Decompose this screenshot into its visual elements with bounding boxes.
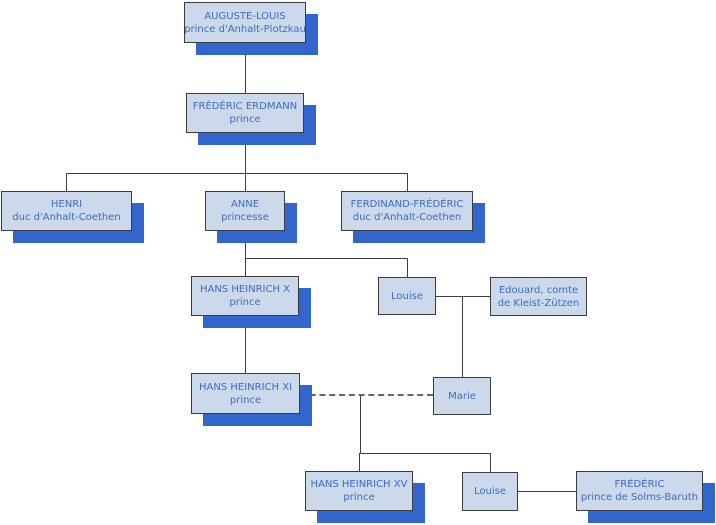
tree-node-louise-solms[interactable]: Louise <box>462 472 518 511</box>
tree-node-henri[interactable]: HENRI duc d'Anhalt-Coethen <box>1 191 132 231</box>
person-title: de Kleist-Zützen <box>497 297 580 309</box>
person-name: HANS HEINRICH XV <box>310 479 408 490</box>
tree-node-hans-heinrich-x[interactable]: HANS HEINRICH X prince <box>191 276 299 316</box>
sibling-line-generation-4 <box>245 258 407 259</box>
person-name: FERDINAND-FRÉDÉRIC <box>350 199 464 210</box>
drop-to-ferdinand-frederic <box>407 173 408 191</box>
person-name: Marie <box>448 390 476 402</box>
sibling-line-generation-6 <box>359 453 490 454</box>
person-name: AUGUSTE-LOUIS <box>204 10 286 22</box>
marriage-louise-frederic-solms <box>518 491 576 492</box>
person-title: duc d'Anhalt-Coethen <box>352 212 462 223</box>
person-title: prince <box>229 297 261 308</box>
tree-node-frederic-erdmann[interactable]: FRÉDÉRIC ERDMANN prince <box>186 93 304 133</box>
person-name: HANS HEINRICH XI <box>198 381 292 393</box>
drop-to-louise-kleist <box>407 258 408 277</box>
line-frederic-erdmann-to-children <box>245 133 246 191</box>
tree-node-louise-kleist[interactable]: Louise <box>378 277 436 315</box>
drop-to-louise-solms <box>490 453 491 472</box>
person-name: Louise <box>474 486 506 497</box>
line-hans-x-to-hans-xi <box>245 316 246 373</box>
person-name: HANS HEINRICH X <box>199 284 291 295</box>
person-title: prince d'Anhalt-Plotzkau <box>184 23 306 35</box>
line-anne-to-children <box>245 231 246 276</box>
tree-node-marie[interactable]: Marie <box>433 377 491 415</box>
drop-to-henri <box>66 173 67 191</box>
tree-node-ferdinand-frederic[interactable]: FERDINAND-FRÉDÉRIC duc d'Anhalt-Coethen <box>341 191 473 231</box>
line-marriage-to-children <box>360 395 361 453</box>
line-auguste-to-frederic-erdmann <box>245 43 246 93</box>
person-title: prince <box>229 394 262 406</box>
person-name: Edouard, comte <box>498 284 579 296</box>
drop-to-hans-heinrich-xv <box>359 453 360 471</box>
person-name: HENRI <box>50 199 83 210</box>
marriage-louise-edouard <box>436 296 490 297</box>
sibling-line-generation-3 <box>66 173 407 174</box>
tree-node-hans-heinrich-xv[interactable]: HANS HEINRICH XV prince <box>305 471 413 511</box>
person-name: Louise <box>391 290 423 302</box>
person-name: FRÉDÉRIC ERDMANN <box>192 101 298 112</box>
person-title: prince <box>229 114 261 125</box>
person-title: prince de Solms-Baruth <box>580 492 699 503</box>
person-title: princesse <box>221 212 269 223</box>
line-marriage-to-marie <box>462 296 463 377</box>
person-title: prince <box>343 492 375 503</box>
tree-node-anne[interactable]: ANNE princesse <box>205 191 285 231</box>
person-name: ANNE <box>230 199 260 210</box>
person-title: duc d'Anhalt-Coethen <box>12 212 121 223</box>
marriage-hans-xi-marie-dashed <box>300 394 433 396</box>
tree-node-frederic-solms[interactable]: FRÉDÉRIC prince de Solms-Baruth <box>576 471 703 511</box>
person-name: FRÉDÉRIC <box>614 479 665 490</box>
